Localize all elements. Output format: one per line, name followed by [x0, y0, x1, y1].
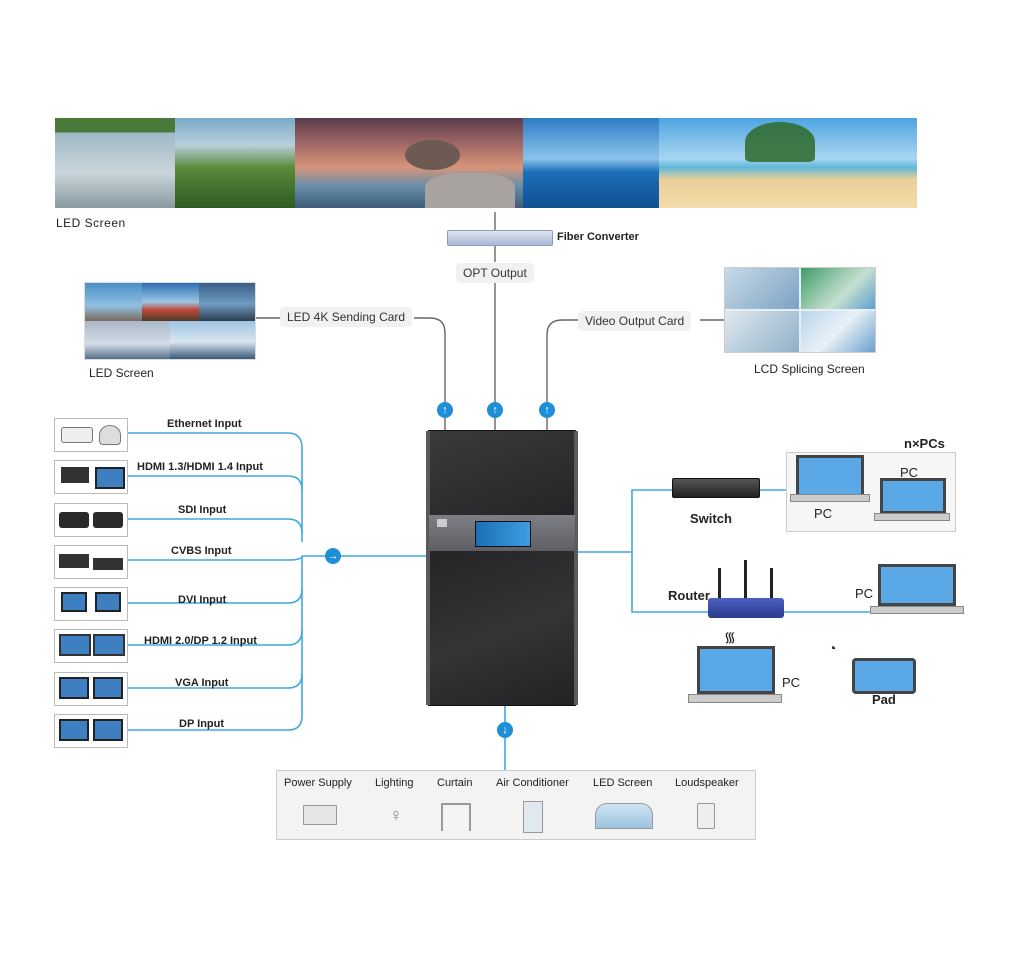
left-led-screen-label: LED Screen [89, 366, 154, 380]
laptop-icon [878, 564, 956, 606]
control-item-label: Loudspeaker [675, 777, 739, 789]
lcd-tile [801, 311, 875, 352]
lcd-splicing-label: LCD Splicing Screen [754, 362, 865, 376]
switch-label: Switch [690, 511, 732, 526]
collage-tile [142, 283, 199, 321]
led-sending-card-label: LED 4K Sending Card [280, 307, 413, 327]
input-label: CVBS Input [171, 545, 232, 557]
control-item-label: Power Supply [284, 777, 352, 789]
cabinet-logo [437, 519, 447, 527]
lcd-tile [801, 268, 875, 309]
collage-tile [85, 283, 142, 321]
fiber-converter-label: Fiber Converter [557, 231, 639, 243]
router-antenna [718, 568, 721, 598]
cabinet-side-rail [574, 431, 578, 705]
router-antenna [744, 560, 747, 598]
air-conditioner-icon [523, 801, 543, 833]
control-panel: Power Supply Lighting Curtain Air Condit… [276, 770, 756, 840]
sea-image [523, 118, 659, 208]
router-antenna [770, 568, 773, 598]
palm-shape [745, 122, 815, 162]
lake-image [55, 118, 175, 208]
input-label: Ethernet Input [167, 418, 242, 430]
cvbs-devices [54, 545, 128, 579]
laptop-icon [796, 455, 864, 497]
router-device [708, 598, 784, 618]
wireless-signal-icon: ◔ [828, 640, 837, 656]
laptop-base [874, 513, 950, 521]
cabinet-side-rail [426, 431, 430, 705]
top-led-screen [55, 118, 917, 208]
ip-camera-device [54, 418, 128, 452]
pc-label: PC [855, 586, 874, 601]
input-label: HDMI 1.3/HDMI 1.4 Input [137, 461, 263, 473]
valley-image [175, 118, 295, 208]
up-arrow-icon: ↑ [437, 402, 453, 418]
input-label: DVI Input [178, 594, 227, 606]
collage-tile [85, 321, 170, 359]
up-arrow-icon: ↑ [539, 402, 555, 418]
laptop-icon [880, 478, 946, 514]
control-item-label: Lighting [375, 777, 414, 789]
lcd-splicing-screen [724, 267, 876, 353]
input-label: DP Input [179, 718, 225, 730]
collage-tile [170, 321, 255, 359]
control-item-label: LED Screen [593, 777, 653, 789]
vga-pcs [54, 672, 128, 706]
video-output-card-label: Video Output Card [578, 311, 692, 331]
collage-tile [199, 283, 255, 321]
router-label: Router [668, 588, 710, 603]
lcd-tile [725, 268, 799, 309]
sdi-cameras [54, 503, 128, 537]
laptop-base [870, 606, 964, 614]
dvi-pcs [54, 587, 128, 621]
led-screen-icon [595, 803, 653, 829]
laptop-base [688, 694, 782, 703]
loudspeaker-icon [697, 803, 715, 829]
video-processor-cabinet [426, 430, 578, 706]
hdmi2-laptops [54, 629, 128, 663]
left-led-screen [84, 282, 256, 360]
input-label: SDI Input [178, 504, 227, 516]
opt-output-label: OPT Output [456, 263, 534, 283]
pad-label: Pad [872, 692, 896, 707]
dp-pcs [54, 714, 128, 748]
lighting-icon: ♀ [389, 805, 403, 825]
network-switch [672, 478, 760, 498]
input-label: VGA Input [175, 677, 229, 689]
power-supply-icon [303, 805, 337, 825]
npcs-label: n×PCs [904, 436, 945, 451]
cabinet-touch-screen [475, 521, 531, 547]
control-item-label: Air Conditioner [496, 777, 569, 789]
fiber-converter-device [447, 230, 553, 246]
pc-label: PC [782, 675, 801, 690]
laptop-icon [697, 646, 775, 694]
up-arrow-icon: ↑ [487, 402, 503, 418]
control-item-label: Curtain [437, 777, 473, 789]
curtain-icon [441, 803, 471, 831]
input-label: HDMI 2.0/DP 1.2 Input [144, 635, 257, 647]
hdmi-devices [54, 460, 128, 494]
pebbles-shape [425, 173, 515, 208]
tablet-icon [852, 658, 916, 694]
wifi-icon: ᯾ [724, 629, 736, 645]
down-arrow-icon: ↓ [497, 722, 513, 738]
rock-shape [405, 140, 460, 170]
pc-label: PC [900, 465, 919, 480]
lcd-tile [725, 311, 799, 352]
laptop-base [790, 494, 870, 502]
right-arrow-icon: → [325, 548, 341, 564]
pc-label: PC [814, 506, 833, 521]
top-led-screen-label: LED Screen [56, 216, 126, 230]
